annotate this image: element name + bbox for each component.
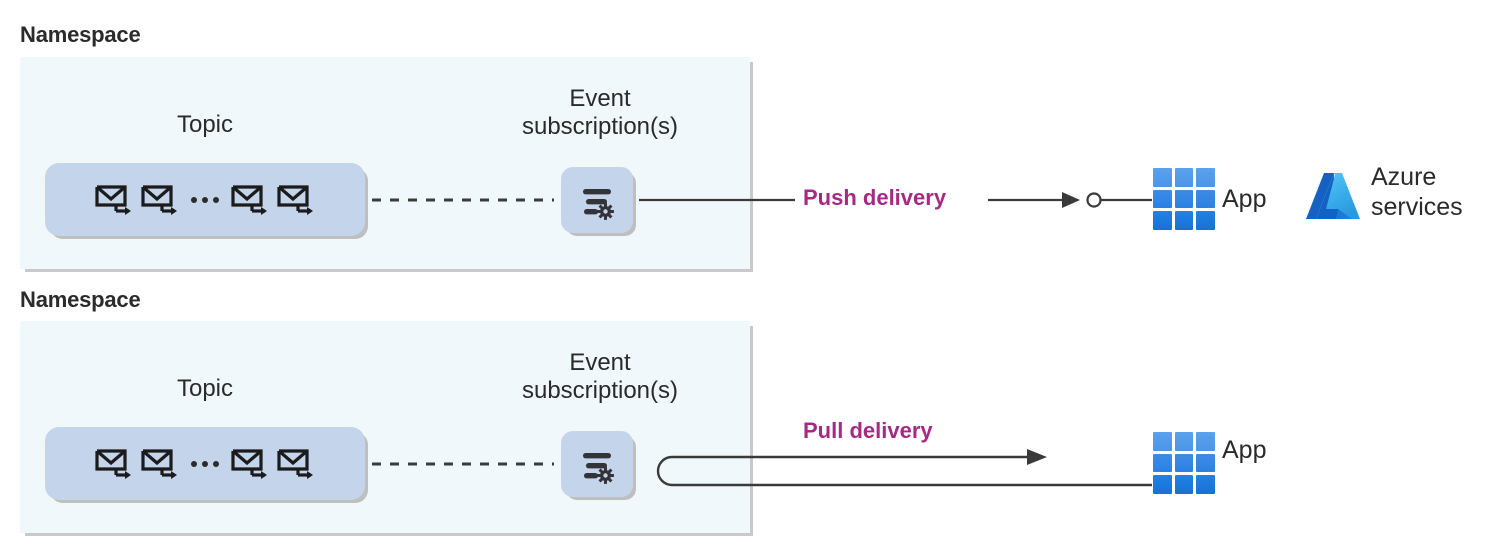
azure-logo-icon xyxy=(1304,167,1368,236)
push-delivery-label: Push delivery xyxy=(803,185,947,210)
azure-label-line2: services xyxy=(1371,192,1463,221)
subscription-label-line1: Event xyxy=(569,85,631,112)
subscription-label-pull: Event subscription(s) xyxy=(505,349,695,405)
topic-box-push[interactable] xyxy=(45,163,365,236)
pull-delivery-label: Pull delivery xyxy=(803,418,933,443)
subscription-label-line2: subscription(s) xyxy=(521,113,679,141)
envelope-arrow-icon xyxy=(231,448,267,479)
topic-box-pull[interactable] xyxy=(45,427,365,500)
envelope-arrow-icon xyxy=(231,184,267,215)
azure-label-line1: Azure xyxy=(1371,163,1437,191)
envelope-arrow-icon xyxy=(277,184,313,215)
envelope-arrow-icon xyxy=(95,184,131,215)
envelope-arrow-icon xyxy=(141,184,177,215)
push-arrowhead xyxy=(1062,192,1080,208)
subscription-label-line1: Event xyxy=(569,349,631,376)
app-label-push: App xyxy=(1222,185,1267,213)
ellipsis-icon xyxy=(186,460,224,467)
azure-services-label: Azure services xyxy=(1371,163,1463,222)
app-label-pull: App xyxy=(1222,436,1267,464)
topic-label-push: Topic xyxy=(176,111,234,138)
filter-gear-icon xyxy=(583,453,614,484)
envelope-arrow-icon xyxy=(95,448,131,479)
filter-gear-icon xyxy=(583,189,614,220)
subscription-label-push: Event subscription(s) xyxy=(505,85,695,141)
envelope-arrow-icon xyxy=(277,448,313,479)
pull-arrowhead xyxy=(1027,449,1047,465)
app-grid-icon-push xyxy=(1153,168,1215,230)
subscription-box-push[interactable] xyxy=(561,167,633,233)
subscription-label-line2: subscription(s) xyxy=(521,377,679,405)
ellipsis-icon xyxy=(186,196,224,203)
envelope-arrow-icon xyxy=(141,448,177,479)
push-endpoint-circle xyxy=(1086,192,1102,208)
namespace-title-pull: Namespace xyxy=(20,287,141,312)
app-grid-icon-pull xyxy=(1153,432,1215,494)
topic-label-pull: Topic xyxy=(176,375,234,402)
namespace-title-push: Namespace xyxy=(20,22,141,47)
subscription-box-pull[interactable] xyxy=(561,431,633,497)
